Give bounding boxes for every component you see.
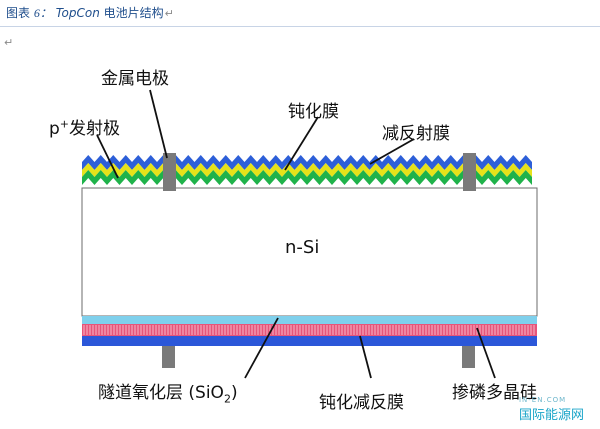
- label-passivation-antireflection: 钝化减反膜: [319, 393, 404, 413]
- label-p-text: 发射极: [69, 119, 121, 139]
- figure-caption: 图表 6： TopCon 电池片结构↵: [6, 4, 174, 21]
- label-metal-electrode: 金属电极: [101, 69, 169, 89]
- tunnel-oxide-layer: [82, 316, 537, 324]
- leader-p-emitter: [96, 134, 119, 179]
- label-n-si: n-Si: [285, 237, 320, 258]
- label-tunnel-oxide: 隧道氧化层 (SiO2): [98, 378, 238, 405]
- label-phosphorus-poly: 掺磷多晶硅: [452, 383, 537, 403]
- p-emitter-layer: [82, 170, 532, 185]
- caption-number: 6：: [33, 6, 52, 20]
- watermark: IN-EN.COM 国际能源网: [519, 396, 584, 423]
- rear-metal-electrode-right: [462, 346, 475, 368]
- label-p-sup: +: [59, 117, 70, 131]
- n-si-substrate: [81, 187, 538, 317]
- antireflection-layer: [82, 155, 532, 170]
- label-tunnel-oxide-main: 隧道氧化层 (SiO: [98, 383, 224, 403]
- rear-passivation-antireflection-layer: [82, 336, 537, 346]
- leader-antireflection: [369, 138, 415, 165]
- front-metal-electrode-right: [463, 153, 476, 191]
- leader-metal-electrode: [149, 89, 168, 159]
- front-metal-electrode-left: [163, 153, 176, 191]
- watermark-sub: IN-EN.COM: [518, 396, 567, 404]
- return-mark-icon: ↵: [164, 7, 174, 20]
- leader-phosphorus-poly: [476, 327, 496, 379]
- caption-suffix: 电池片结构: [103, 6, 164, 20]
- caption-rule: [0, 26, 600, 27]
- leader-tunnel-oxide: [244, 317, 279, 379]
- passivation-layer: [82, 163, 532, 177]
- label-tunnel-oxide-end: ): [230, 383, 238, 403]
- watermark-text: 国际能源网: [518, 408, 584, 423]
- return-mark-icon: ↵: [4, 36, 14, 49]
- leader-passivation-antireflection: [359, 335, 372, 379]
- leader-passivation: [284, 116, 319, 171]
- polysilicon-texture: [83, 325, 535, 335]
- caption-brand: TopCon: [55, 6, 100, 20]
- label-p-emitter: p+发射极: [49, 114, 120, 139]
- label-tunnel-oxide-sub: 2: [223, 392, 231, 406]
- label-antireflection-film: 减反射膜: [382, 124, 450, 144]
- rear-metal-electrode-left: [162, 346, 175, 368]
- caption-prefix: 图表: [6, 6, 31, 20]
- label-passivation-film: 钝化膜: [288, 102, 339, 122]
- label-p-base: p: [49, 119, 60, 139]
